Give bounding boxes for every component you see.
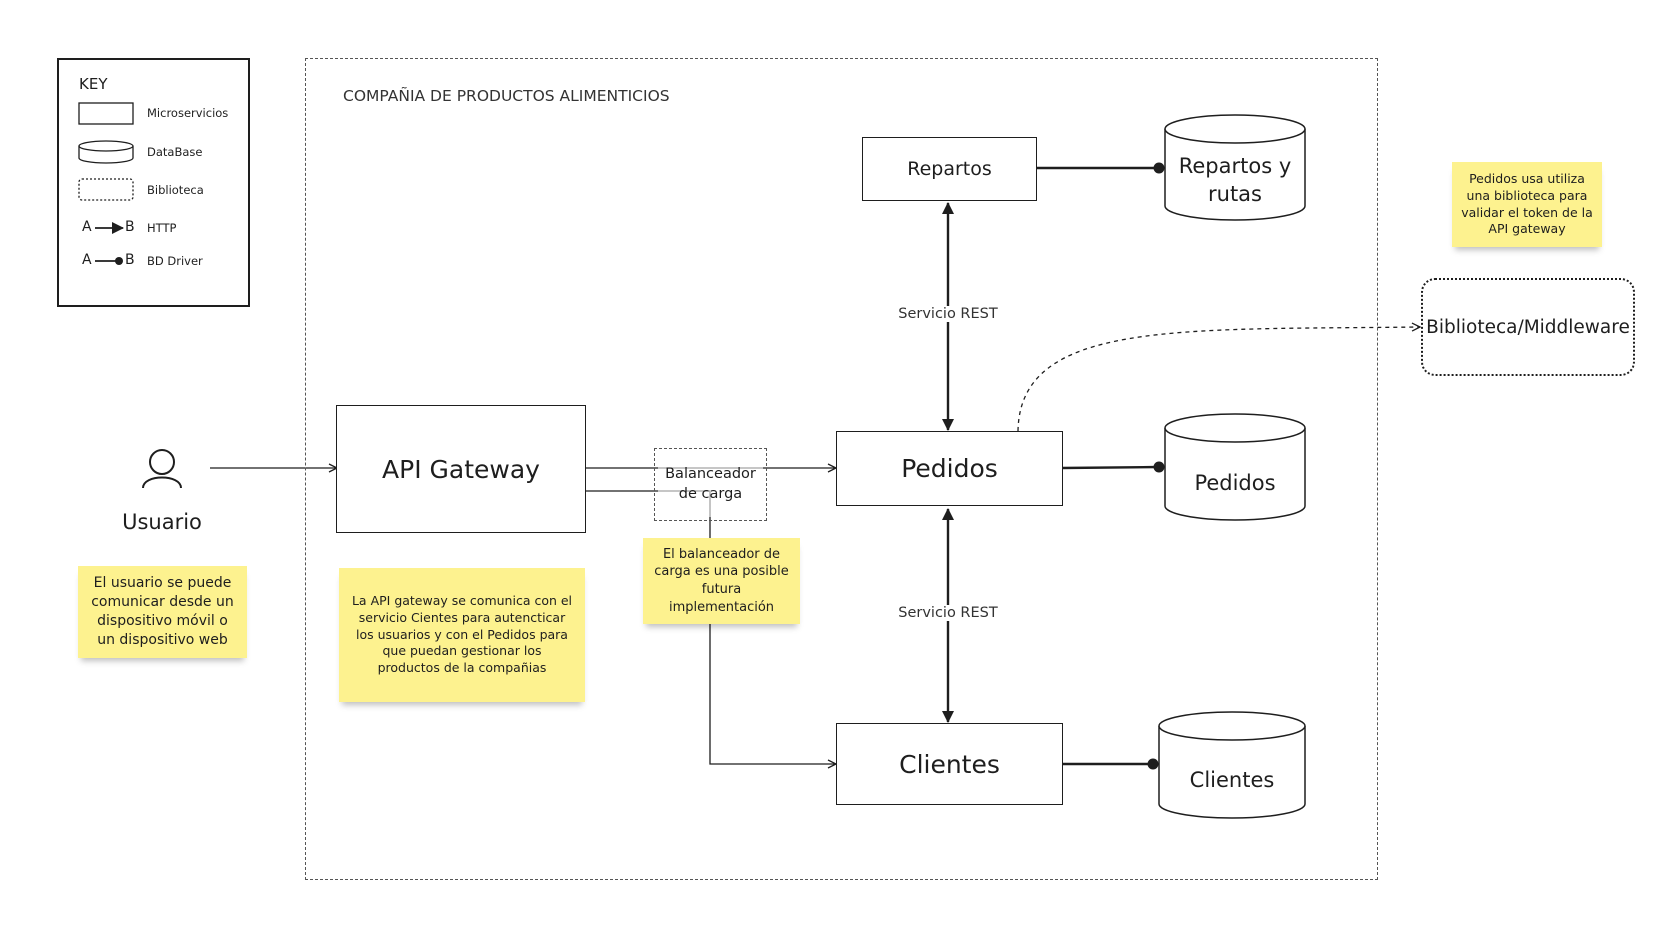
legend-title: KEY bbox=[79, 75, 108, 93]
database-pedidos-label: Pedidos bbox=[1194, 470, 1276, 495]
balanceador-label: Balanceador de carga bbox=[658, 452, 763, 517]
rest-label-bottom: Servicio REST bbox=[898, 605, 998, 621]
database-clientes[interactable] bbox=[1158, 711, 1306, 819]
note-pedidos: Pedidos usa utiliza una biblioteca para … bbox=[1452, 162, 1602, 247]
note-api-gateway: La API gateway se comunica con el servic… bbox=[339, 568, 585, 702]
service-repartos[interactable]: Repartos bbox=[862, 137, 1037, 201]
pedidos-db-driver-dot bbox=[1153, 461, 1165, 473]
clientes-db-driver-dot bbox=[1147, 758, 1159, 770]
legend-biblioteca-label: Biblioteca bbox=[147, 183, 204, 197]
database-repartos-rutas[interactable] bbox=[1164, 114, 1306, 221]
system-boundary bbox=[305, 58, 1378, 880]
library-middleware[interactable]: Biblioteca/Middleware bbox=[1421, 278, 1635, 376]
legend-microservicios-label: Microservicios bbox=[147, 106, 229, 120]
library-balanceador[interactable] bbox=[654, 448, 767, 521]
legend-bd-b-label: B bbox=[125, 252, 135, 268]
legend-box bbox=[57, 58, 250, 307]
legend-microservice-icon bbox=[78, 102, 134, 125]
database-clientes-label: Clientes bbox=[1189, 767, 1275, 792]
user-icon bbox=[142, 449, 182, 489]
rest-label-top: Servicio REST bbox=[898, 306, 998, 322]
service-api-gateway[interactable]: API Gateway bbox=[336, 405, 586, 533]
service-clientes[interactable]: Clientes bbox=[836, 723, 1063, 805]
middleware-label: Biblioteca/Middleware bbox=[1426, 316, 1630, 338]
legend-bd-driver-label: BD Driver bbox=[147, 254, 203, 268]
legend-http-label: HTTP bbox=[147, 221, 177, 235]
legend-http-a-label: A bbox=[82, 219, 92, 235]
legend-database-icon bbox=[78, 140, 134, 164]
boundary-title: COMPAÑIA DE PRODUCTOS ALIMENTICIOS bbox=[343, 87, 670, 105]
database-pedidos[interactable] bbox=[1164, 413, 1306, 521]
legend-database-label: DataBase bbox=[147, 145, 203, 159]
legend-db-driver-dot-icon bbox=[115, 257, 123, 265]
gateway-to-clientes-arrow bbox=[585, 490, 836, 764]
legend-bd-a-label: A bbox=[82, 252, 92, 268]
note-usuario: El usuario se puede comunicar desde un d… bbox=[78, 566, 247, 658]
repartos-db-driver-dot bbox=[1153, 162, 1165, 174]
pedidos-middleware-dashed-arrow bbox=[1017, 327, 1420, 432]
note-balanceador: El balanceador de carga es una posible f… bbox=[643, 538, 800, 624]
legend-library-icon bbox=[78, 178, 134, 201]
service-pedidos[interactable]: Pedidos bbox=[836, 431, 1063, 506]
pedidos-db-driver-line bbox=[1061, 465, 1159, 470]
usuario-label[interactable]: Usuario bbox=[122, 510, 202, 534]
database-repartos-rutas-label: Repartos y rutas bbox=[1178, 153, 1292, 206]
legend-http-b-label: B bbox=[125, 219, 135, 235]
